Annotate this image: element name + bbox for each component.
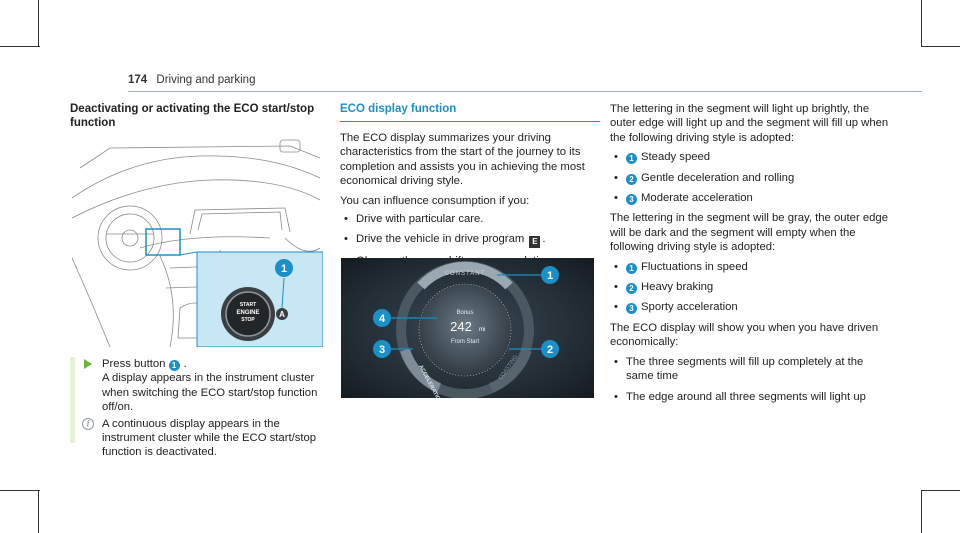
list-item: • 3 Moderate acceleration — [610, 191, 890, 206]
eco-display-figure: CONSTANT ACCELERATION COASTING Bonus 242… — [341, 258, 594, 398]
instruction-detail: A display appears in the instrument clus… — [102, 372, 318, 414]
right-column: The lettering in the segment will light … — [610, 102, 890, 410]
bullet-dot-icon: • — [614, 171, 618, 184]
bonus-label: Bonus — [456, 310, 473, 316]
callout-1-label: 1 — [281, 263, 287, 275]
bullet-dot-icon: • — [614, 281, 618, 294]
paragraph-economical: The ECO display will show you when you h… — [610, 321, 879, 349]
callout-1-badge — [541, 266, 559, 284]
callout-2-badge — [541, 340, 559, 358]
list-item-text: Heavy braking — [641, 281, 714, 294]
list-item-text: Drive the vehicle in drive program — [356, 233, 525, 246]
start-stop-button-label: STOP — [241, 317, 255, 323]
list-item: • The edge around all three segments will… — [610, 390, 890, 404]
crop-mark — [38, 490, 39, 533]
bullet-dot-icon: • — [344, 213, 348, 226]
instruction-step: Press button 1. A display appears in the… — [70, 357, 330, 415]
bullet-dot-icon: • — [614, 390, 618, 403]
callout-1-label: 1 — [547, 270, 553, 282]
paragraph-gray: The lettering in the segment will be gra… — [610, 212, 888, 254]
bonus-value: 242 — [450, 319, 472, 334]
list-item-text: Sporty acceleration — [641, 301, 738, 314]
list-item: • Drive the vehicle in drive program E. — [340, 232, 600, 249]
callout-badge: 1 — [626, 153, 637, 165]
section-title: Driving and parking — [156, 74, 256, 86]
info-icon: i — [82, 417, 94, 430]
constant-label: CONSTANT — [445, 271, 486, 277]
list-item-text: Gentle deceleration and rolling — [641, 171, 795, 184]
bullet-dot-icon: • — [614, 151, 618, 164]
list-item-text: The three segments will fill up complete… — [626, 355, 864, 383]
bullet-dot-icon: • — [614, 260, 618, 273]
callout-badge: 3 — [626, 303, 637, 315]
list-item: • 2 Heavy braking — [610, 280, 890, 295]
callout-badge: 2 — [626, 173, 637, 185]
drive-program-badge: E — [529, 236, 541, 249]
page-number: 174 — [128, 74, 148, 86]
callout-1-badge — [275, 259, 293, 277]
eco-button-icon — [276, 308, 288, 320]
crop-mark — [921, 490, 922, 533]
list-item-text: The edge around all three segments will … — [626, 390, 866, 403]
callout-badge: 3 — [626, 194, 637, 206]
bonus-unit: mi — [479, 327, 485, 333]
bullet-dot-icon: • — [614, 355, 618, 368]
crop-mark — [921, 490, 960, 491]
crop-mark — [0, 46, 40, 47]
list-item: • 3 Sporty acceleration — [610, 300, 890, 315]
paragraph-bright: The lettering in the segment will light … — [610, 103, 889, 144]
callout-badge: 1 — [626, 262, 637, 274]
note-text: A continuous display appears in the inst… — [102, 417, 317, 459]
callout-4-label: 4 — [379, 313, 386, 325]
crop-mark — [921, 0, 922, 46]
list-item-text: Steady speed — [641, 151, 711, 164]
list-item-text: Drive with particular care. — [356, 213, 484, 226]
eco-display-heading: ECO display function — [340, 102, 600, 122]
list-item: • 1 Steady speed — [610, 150, 890, 165]
eco-a-icon: A — [279, 310, 285, 319]
instruction-block: Press button 1. A display appears in the… — [70, 357, 330, 460]
bullet-dot-icon: • — [614, 192, 618, 205]
intro-paragraph: The ECO display summarizes your driving … — [340, 132, 585, 188]
crop-mark — [0, 490, 40, 491]
instruction-punct: . — [183, 358, 187, 370]
callout-2-label: 2 — [547, 344, 553, 356]
callout-badge: 2 — [626, 283, 637, 295]
bonus-caption: From Start — [451, 339, 480, 345]
arrow-right-icon — [84, 359, 92, 369]
influence-paragraph: You can influence consumption if you: — [340, 194, 530, 207]
note: i A continuous display appears in the in… — [70, 417, 330, 460]
bright-list: • 1 Steady speed • 2 Gentle deceleration and… — [610, 150, 890, 206]
crop-mark — [921, 46, 960, 47]
start-stop-button-label: START — [240, 302, 256, 308]
bullet-dot-icon: • — [614, 301, 618, 314]
dashboard-figure: START ENGINE STOP A 1 — [71, 139, 323, 347]
list-item: • The three segments will fill up complet… — [610, 355, 890, 384]
callout-3-badge — [373, 340, 391, 358]
middle-column: ECO display function The ECO display sum… — [340, 102, 600, 275]
list-item: • 2 Gentle deceleration and rolling — [610, 171, 890, 185]
list-item-punct: . — [542, 233, 546, 246]
crop-mark — [38, 0, 39, 46]
start-stop-button-label: ENGINE — [236, 310, 259, 316]
instruction-text: Press button — [102, 358, 166, 370]
callout-4-badge — [373, 309, 391, 327]
page-header: 174 Driving and parking — [128, 74, 255, 86]
left-column: Deactivating or activating the ECO start… — [70, 102, 330, 130]
list-item-text: Moderate acceleration — [641, 192, 753, 205]
header-rule — [128, 91, 922, 92]
economical-list: • The three segments will fill up complet… — [610, 355, 890, 404]
instruction-bar — [70, 357, 75, 443]
callout-3-label: 3 — [379, 344, 385, 356]
eco-start-stop-heading: Deactivating or activating the ECO start… — [70, 103, 315, 129]
bullet-dot-icon: • — [344, 233, 348, 246]
callout-badge: 1 — [168, 360, 180, 371]
list-item: • 1 Fluctuations in speed — [610, 260, 890, 274]
list-item: • Drive with particular care. — [340, 212, 600, 226]
list-item-text: Fluctuations in speed — [641, 260, 748, 273]
